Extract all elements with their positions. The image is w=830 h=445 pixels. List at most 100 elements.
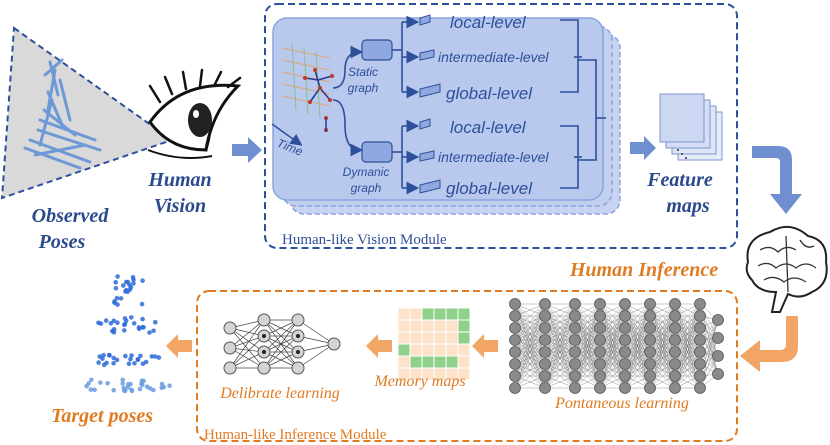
small-node xyxy=(291,313,305,327)
merge-brace xyxy=(560,19,606,189)
small-edge xyxy=(263,319,299,369)
dense-node xyxy=(669,298,681,310)
dense-edge xyxy=(514,303,546,341)
dense-edge xyxy=(649,303,676,341)
memory-cell xyxy=(445,331,459,345)
dense-edge xyxy=(514,303,546,353)
memory-cell xyxy=(457,355,471,369)
dense-edge xyxy=(674,303,701,341)
memory-maps-grid xyxy=(397,307,471,381)
arrow-right-icon xyxy=(232,137,262,163)
target-pose-point xyxy=(138,353,143,359)
target-pose-point xyxy=(153,354,158,359)
small-node xyxy=(223,361,237,375)
dense-node xyxy=(669,370,681,382)
observed-label-2: Poses xyxy=(38,231,86,253)
dense-node xyxy=(694,310,706,322)
dense-edge xyxy=(624,351,651,389)
dense-node xyxy=(669,358,681,370)
dynamic-feature-blocks xyxy=(419,118,441,194)
dense-node xyxy=(539,298,551,310)
target-pose-point xyxy=(86,381,91,386)
small-node-dot xyxy=(262,350,266,354)
target-pose-point xyxy=(120,377,125,383)
feature-maps-label-1: Feature xyxy=(646,169,713,191)
dense-edge xyxy=(544,303,576,341)
target-pose-point xyxy=(121,283,126,288)
memory-cell xyxy=(421,319,435,333)
dense-node xyxy=(594,358,606,370)
dense-node xyxy=(619,370,631,382)
memory-cell xyxy=(421,355,435,369)
target-pose-point xyxy=(112,300,117,306)
memory-cell xyxy=(397,343,411,357)
memory-cell xyxy=(457,319,471,333)
brain-icon xyxy=(745,225,828,313)
target-pose-point xyxy=(105,381,110,386)
memory-cell xyxy=(445,319,459,333)
target-pose-point xyxy=(89,377,94,383)
target-pose-point xyxy=(149,354,155,359)
memory-cell xyxy=(445,343,459,357)
dense-edge xyxy=(514,363,546,389)
target-pose-point xyxy=(159,381,165,387)
dense-node xyxy=(569,310,581,322)
dense-node xyxy=(509,322,521,334)
dense-node xyxy=(694,382,706,394)
target-pose-point xyxy=(140,316,145,322)
dense-node xyxy=(569,358,581,370)
dense-edge xyxy=(544,363,576,389)
dense-edge xyxy=(544,303,576,329)
dense-edge xyxy=(699,303,719,339)
dense-node xyxy=(644,370,656,382)
memory-cell xyxy=(409,307,423,321)
small-edge xyxy=(263,335,299,369)
target-pose-point xyxy=(125,382,131,387)
vision-module-border xyxy=(264,3,738,249)
dense-node xyxy=(669,322,681,334)
dense-node xyxy=(539,382,551,394)
dense-edge xyxy=(544,339,576,389)
target-pose-point xyxy=(156,355,162,360)
target-pose-point xyxy=(122,316,128,321)
small-edge xyxy=(297,343,335,369)
memory-cell xyxy=(397,307,411,321)
dense-edge xyxy=(599,351,626,389)
feature-maps-icon xyxy=(659,93,723,161)
observed-poses-cone xyxy=(0,26,175,200)
dense-node xyxy=(509,298,521,310)
static-intermediate-level: intermediate-level xyxy=(438,49,549,65)
memory-cell xyxy=(457,307,471,321)
small-edge xyxy=(229,327,265,353)
target-pose-point xyxy=(106,352,112,358)
arrow-to-target-icon xyxy=(166,334,192,358)
target-pose-point xyxy=(126,361,132,367)
memory-cell xyxy=(433,307,447,321)
dense-node xyxy=(694,358,706,370)
target-pose-point xyxy=(114,295,120,301)
dense-node xyxy=(644,310,656,322)
dense-edge xyxy=(649,351,676,389)
small-node-dot xyxy=(296,350,300,354)
memory-cell xyxy=(421,307,435,321)
dense-node xyxy=(694,298,706,310)
dense-node xyxy=(644,346,656,358)
memory-cell xyxy=(433,319,447,333)
small-edge xyxy=(297,319,335,345)
target-pose-point xyxy=(113,280,118,285)
dense-edge xyxy=(514,339,546,389)
dense-node xyxy=(644,298,656,310)
dense-edge xyxy=(699,337,719,377)
target-pose-point xyxy=(129,388,135,394)
target-pose-point xyxy=(88,387,94,392)
dense-node xyxy=(619,310,631,322)
target-pose-point xyxy=(136,326,142,332)
memory-cell xyxy=(397,355,411,369)
target-pose-point xyxy=(159,385,164,391)
target-pose-point xyxy=(111,387,116,393)
memory-cell xyxy=(397,319,411,333)
target-pose-point xyxy=(135,357,141,363)
eye-icon xyxy=(147,68,242,159)
dense-node xyxy=(509,382,521,394)
